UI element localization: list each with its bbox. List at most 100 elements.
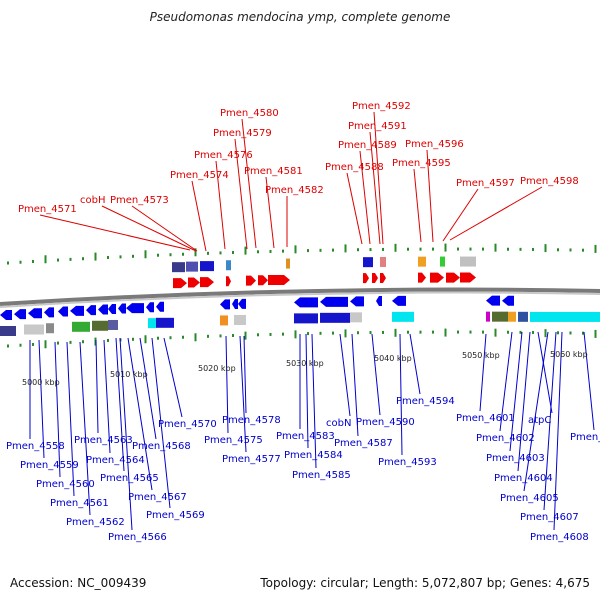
gene-box[interactable]: [486, 311, 490, 322]
gene-label-upper[interactable]: Pmen_4579: [213, 128, 272, 139]
gene-arrow[interactable]: [188, 277, 200, 288]
gene-arrow[interactable]: [460, 272, 476, 283]
gene-label-upper[interactable]: Pmen_4591: [348, 121, 407, 132]
gene-label-lower[interactable]: Pmen_4609: [570, 432, 600, 443]
gene-label-upper[interactable]: Pmen_4589: [338, 140, 397, 151]
gene-box[interactable]: [440, 256, 445, 267]
gene-label-lower[interactable]: Pmen_4584: [284, 450, 343, 461]
gene-label-upper[interactable]: Pmen_4596: [405, 139, 464, 150]
gene-label-upper[interactable]: Pmen_4573: [110, 195, 169, 206]
gene-label-lower[interactable]: Pmen_4567: [128, 492, 187, 503]
gene-box[interactable]: [350, 312, 362, 323]
gene-label-upper[interactable]: cobH: [80, 195, 105, 206]
gene-label-lower[interactable]: atpC: [528, 415, 551, 426]
gene-arrow[interactable]: [392, 295, 406, 306]
gene-arrow[interactable]: [108, 303, 116, 314]
gene-box[interactable]: [492, 311, 508, 322]
gene-box[interactable]: [380, 256, 386, 267]
gene-box[interactable]: [508, 311, 516, 322]
gene-arrow[interactable]: [200, 277, 214, 288]
gene-label-lower[interactable]: Pmen_4561: [50, 498, 109, 509]
gene-arrow[interactable]: [28, 308, 42, 319]
gene-label-lower[interactable]: Pmen_4601: [456, 413, 515, 424]
gene-label-upper[interactable]: Pmen_4581: [244, 166, 303, 177]
gene-label-lower[interactable]: Pmen_4577: [222, 454, 281, 465]
gene-arrow[interactable]: [232, 299, 238, 310]
gene-arrow[interactable]: [146, 302, 154, 313]
gene-label-upper[interactable]: Pmen_4576: [194, 150, 253, 161]
gene-label-upper[interactable]: Pmen_4571: [18, 204, 77, 215]
gene-arrow[interactable]: [126, 303, 144, 314]
gene-label-lower[interactable]: Pmen_4583: [276, 431, 335, 442]
gene-label-lower[interactable]: Pmen_4568: [132, 441, 191, 452]
gene-box[interactable]: [226, 260, 231, 271]
gene-arrow[interactable]: [118, 303, 126, 314]
gene-label-upper[interactable]: Pmen_4588: [325, 162, 384, 173]
gene-box[interactable]: [363, 257, 373, 268]
gene-box[interactable]: [172, 262, 185, 273]
gene-label-lower[interactable]: Pmen_4607: [520, 512, 579, 523]
gene-label-lower[interactable]: Pmen_4575: [204, 435, 263, 446]
gene-arrow[interactable]: [418, 272, 426, 283]
gene-arrow[interactable]: [320, 296, 348, 307]
gene-box[interactable]: [0, 326, 16, 336]
gene-arrow[interactable]: [350, 296, 364, 307]
gene-arrow[interactable]: [238, 298, 246, 309]
gene-box[interactable]: [186, 261, 198, 272]
gene-label-lower[interactable]: Pmen_4605: [500, 493, 559, 504]
gene-label-lower[interactable]: Pmen_4578: [222, 415, 281, 426]
gene-box[interactable]: [392, 311, 414, 322]
gene-label-upper[interactable]: Pmen_4595: [392, 158, 451, 169]
gene-label-lower[interactable]: Pmen_4564: [86, 455, 145, 466]
gene-box[interactable]: [200, 261, 214, 272]
gene-arrow[interactable]: [258, 275, 268, 286]
gene-arrow[interactable]: [502, 295, 514, 306]
gene-label-lower[interactable]: Pmen_4594: [396, 396, 455, 407]
gene-label-lower[interactable]: Pmen_4566: [108, 532, 167, 543]
gene-arrow[interactable]: [380, 272, 386, 283]
gene-label-lower[interactable]: Pmen_4562: [66, 517, 125, 528]
gene-label-lower[interactable]: Pmen_4604: [494, 473, 553, 484]
gene-box[interactable]: [286, 258, 290, 269]
gene-label-lower[interactable]: Pmen_4559: [20, 460, 79, 471]
gene-box[interactable]: [92, 320, 108, 331]
gene-label-upper[interactable]: Pmen_4580: [220, 108, 279, 119]
gene-arrow[interactable]: [268, 275, 290, 286]
gene-arrow[interactable]: [173, 278, 187, 289]
gene-arrow[interactable]: [156, 301, 164, 312]
gene-box[interactable]: [320, 312, 350, 323]
gene-box[interactable]: [530, 311, 600, 322]
gene-label-lower[interactable]: Pmen_4563: [74, 435, 133, 446]
gene-arrow[interactable]: [486, 295, 500, 306]
gene-label-upper[interactable]: Pmen_4574: [170, 170, 229, 181]
gene-box[interactable]: [156, 317, 174, 328]
gene-label-lower[interactable]: Pmen_4590: [356, 417, 415, 428]
gene-arrow[interactable]: [0, 310, 12, 320]
gene-arrow[interactable]: [86, 305, 96, 316]
gene-label-lower[interactable]: Pmen_4593: [378, 457, 437, 468]
gene-arrow[interactable]: [220, 299, 230, 310]
gene-arrow[interactable]: [294, 297, 318, 308]
gene-box[interactable]: [72, 321, 90, 332]
gene-arrow[interactable]: [98, 304, 108, 315]
gene-label-upper[interactable]: Pmen_4598: [520, 176, 579, 187]
gene-arrow[interactable]: [430, 272, 444, 283]
gene-label-upper[interactable]: Pmen_4592: [352, 101, 411, 112]
gene-box[interactable]: [234, 314, 246, 325]
gene-label-lower[interactable]: Pmen_4569: [146, 510, 205, 521]
gene-box[interactable]: [294, 313, 318, 324]
gene-box[interactable]: [220, 315, 228, 326]
gene-arrow[interactable]: [376, 296, 382, 307]
gene-arrow[interactable]: [446, 272, 460, 283]
gene-arrow[interactable]: [372, 273, 378, 284]
gene-box[interactable]: [148, 318, 156, 329]
gene-label-lower[interactable]: Pmen_4570: [158, 419, 217, 430]
gene-label-lower[interactable]: Pmen_4560: [36, 479, 95, 490]
gene-label-lower[interactable]: Pmen_4587: [334, 438, 393, 449]
gene-arrow[interactable]: [226, 276, 231, 287]
gene-box[interactable]: [518, 311, 528, 322]
gene-arrow[interactable]: [58, 306, 68, 317]
gene-label-lower[interactable]: cobN: [326, 418, 351, 429]
gene-label-lower[interactable]: Pmen_4602: [476, 433, 535, 444]
gene-label-lower[interactable]: Pmen_4608: [530, 532, 589, 543]
